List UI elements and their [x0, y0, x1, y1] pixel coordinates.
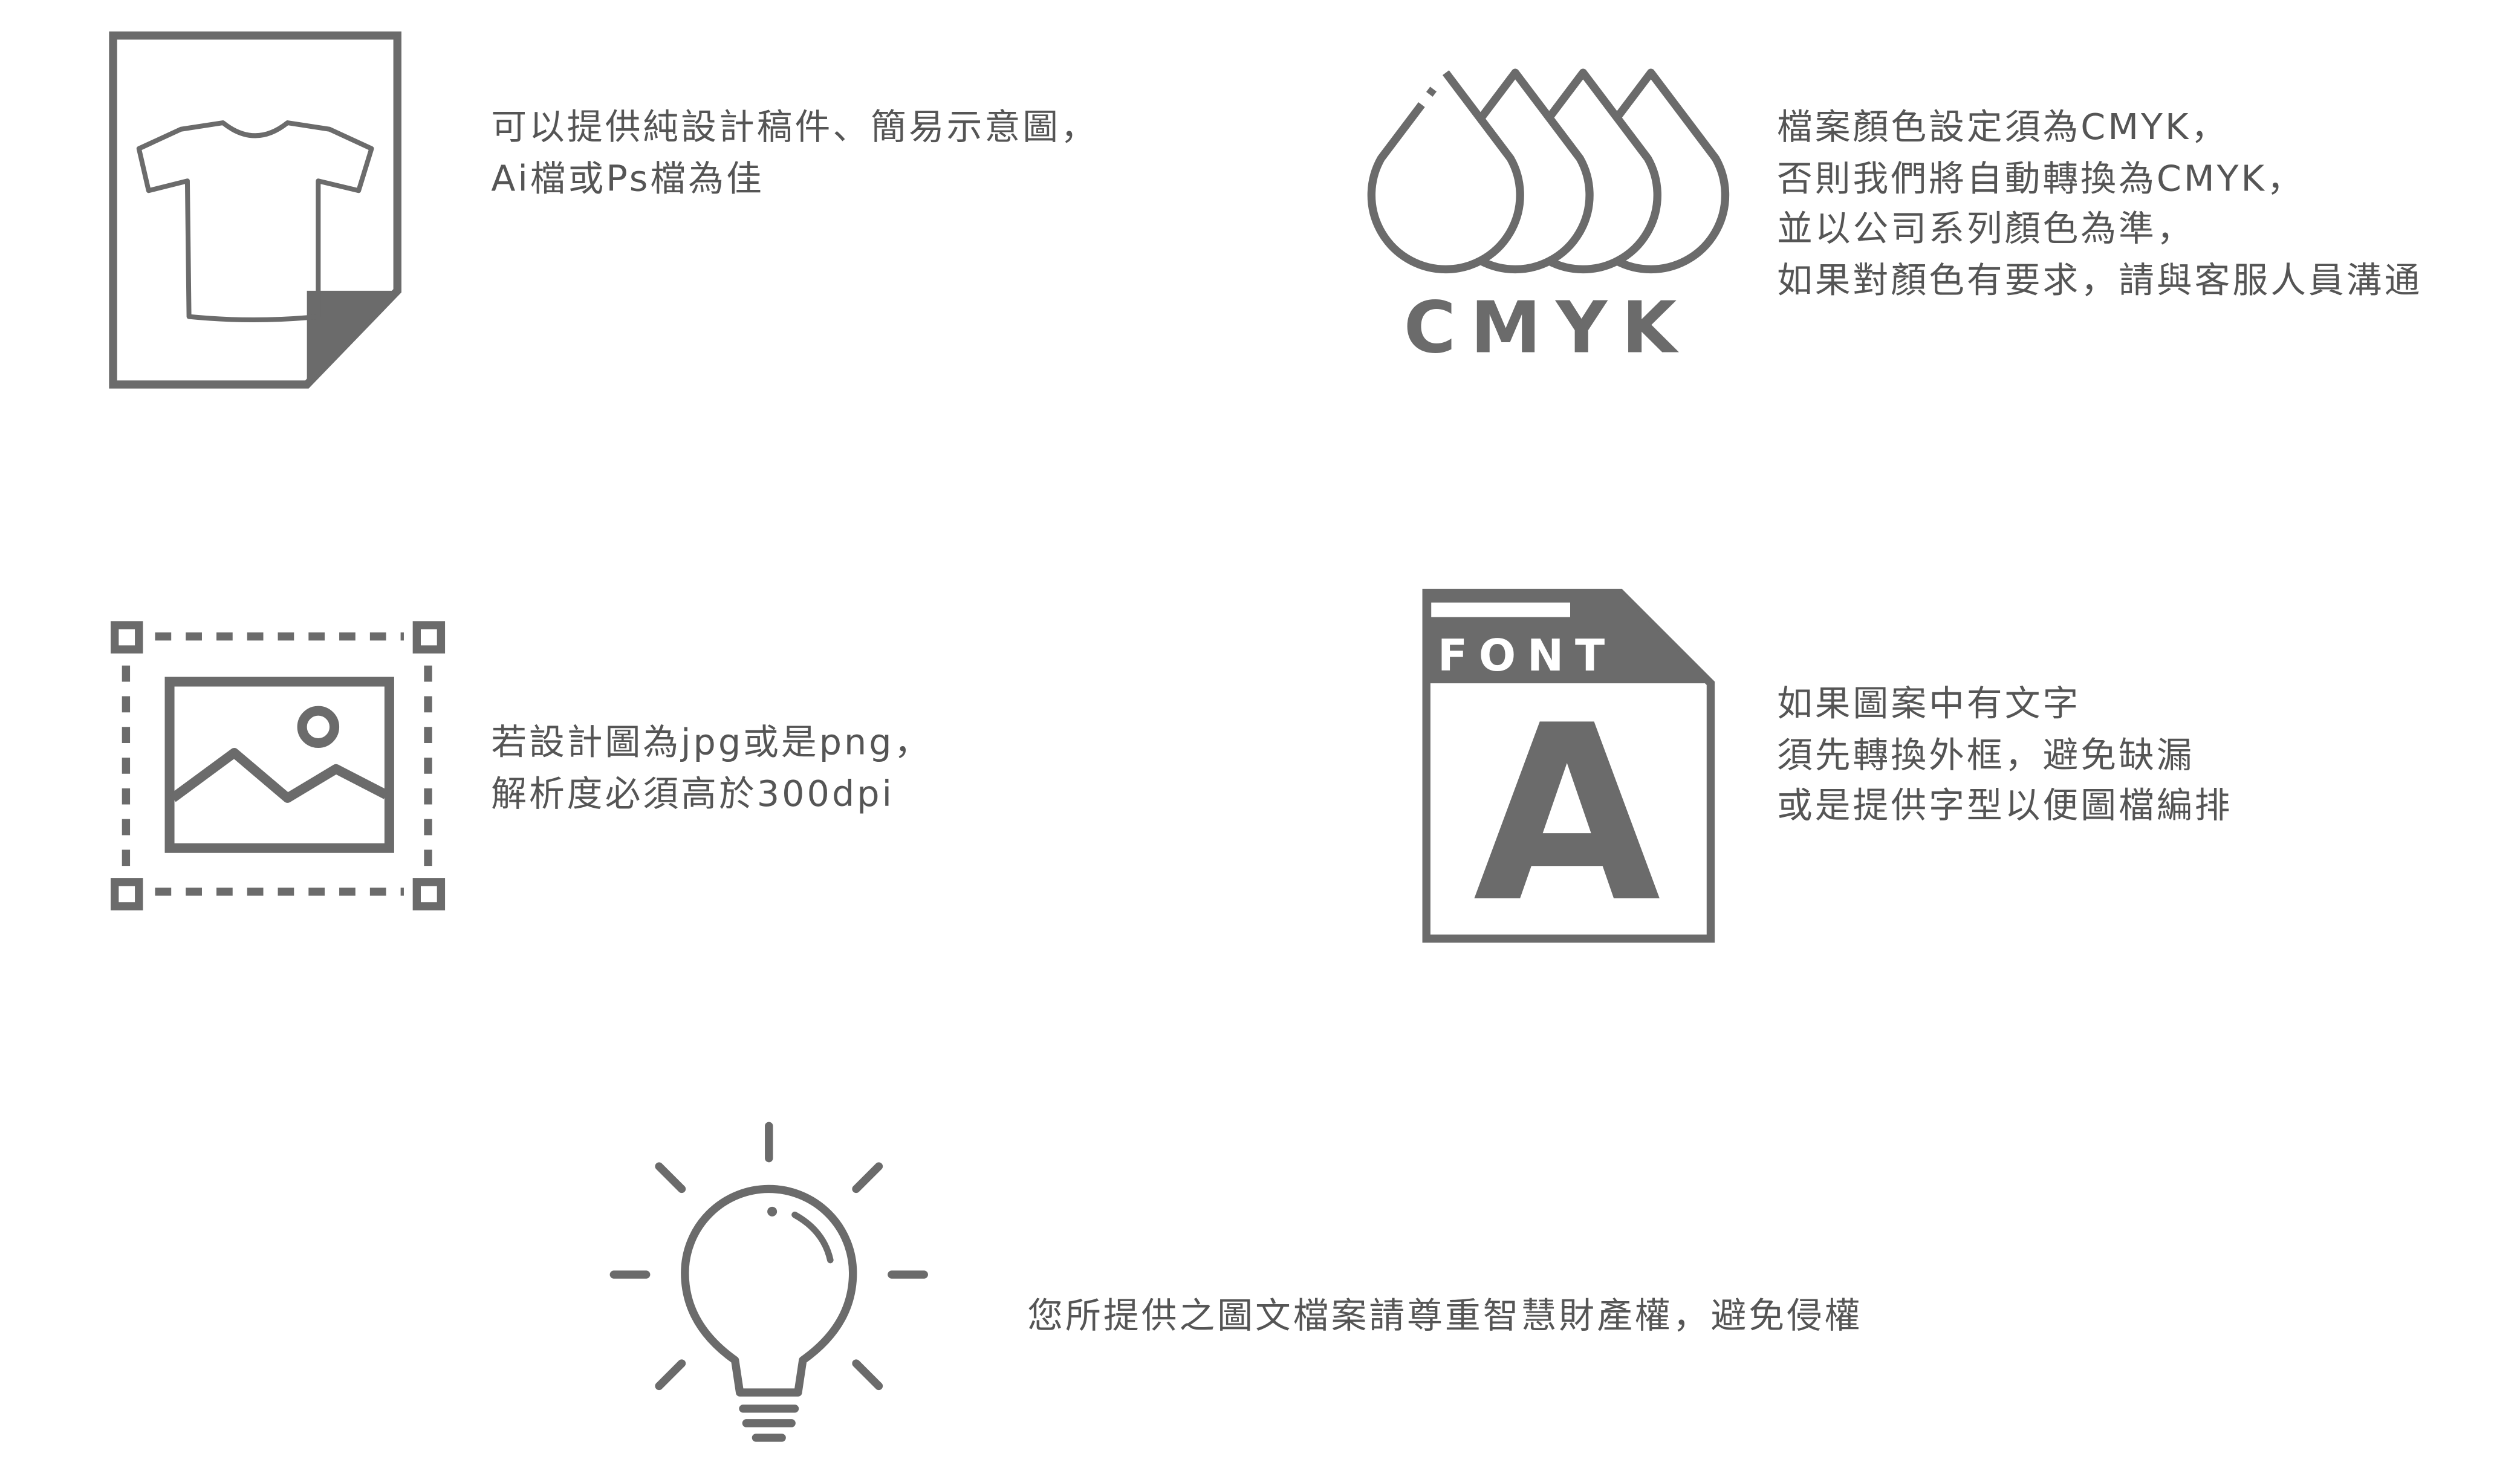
cmyk-drops-icon: CMYK [1367, 68, 1730, 369]
text-line: 可以提供純設計稿件、簡易示意圖， [491, 108, 1099, 149]
text-line: 如果圖案中有文字 [1776, 684, 2081, 726]
text-line: 檔案顏色設定須為CMYK， [1776, 108, 2229, 149]
font-letter: A [1473, 674, 1663, 956]
cmyk-label: CMYK [1404, 286, 1692, 369]
font-label: FONT [1438, 631, 1616, 681]
font-file-icon: FONT A [1422, 588, 1715, 956]
text-line: 您所提供之圖文檔案請尊重智慧財產權，避免侵權 [1027, 1297, 1863, 1338]
text-line: 解析度必須高於300dpi [491, 775, 894, 815]
tshirt-guideline-text: 可以提供純設計稿件、簡易示意圖， Ai檔或Ps檔為佳 [491, 103, 1099, 205]
cmyk-guideline-text: 檔案顏色設定須為CMYK， 否則我們將自動轉換為CMYK， 並以公司系列顏色為準… [1777, 103, 2422, 307]
resolution-guideline-text: 若設計圖為jpg或是png， 解析度必須高於300dpi [491, 719, 932, 820]
text-line: 如果對顏色有要求，請與客服人員溝通 [1776, 261, 2423, 302]
text-line: 須先轉換外框，避免缺漏 [1776, 736, 2195, 776]
copyright-guideline-text: 您所提供之圖文檔案請尊重智慧財產權，避免侵權 [1027, 1292, 1862, 1343]
text-line: 或是提供字型以便圖檔編排 [1776, 787, 2233, 827]
text-line: 否則我們將自動轉換為CMYK， [1776, 159, 2305, 200]
text-line: Ai檔或Ps檔為佳 [491, 159, 764, 200]
tshirt-file-icon [109, 31, 401, 389]
image-resolution-icon [111, 621, 446, 911]
font-guideline-text: 如果圖案中有文字 須先轉換外框，避免缺漏 或是提供字型以便圖檔編排 [1777, 680, 2232, 833]
text-line: 若設計圖為jpg或是png， [491, 723, 932, 764]
text-line: 並以公司系列顏色為準， [1776, 210, 2195, 251]
lightbulb-icon [609, 1122, 928, 1442]
